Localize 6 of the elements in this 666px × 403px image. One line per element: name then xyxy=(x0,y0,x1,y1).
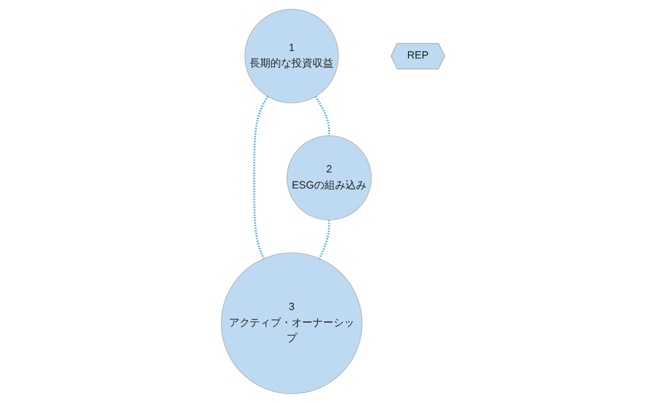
connector xyxy=(253,96,269,260)
connector xyxy=(314,96,330,136)
node-circle: 1 長期的な投資収益 xyxy=(244,8,339,104)
connector xyxy=(318,220,330,260)
node-circle: 3 アクティブ・オーナーシップ xyxy=(220,252,362,394)
node-circle: 2 ESGの組み込み xyxy=(286,135,372,220)
